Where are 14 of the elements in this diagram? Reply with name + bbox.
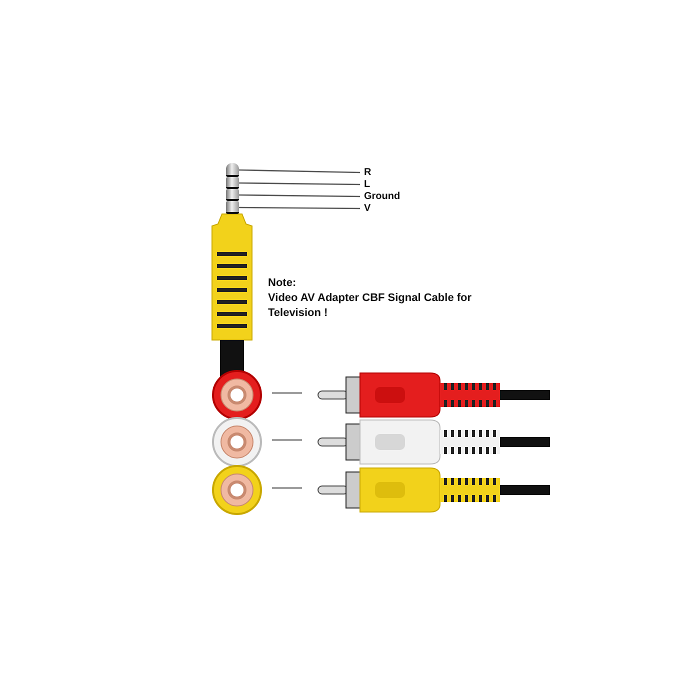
jack-contact — [226, 177, 239, 189]
note-text: Note: — [268, 276, 298, 291]
pin-label: Ground — [364, 191, 400, 202]
pin-label: V — [364, 203, 371, 214]
pin-label: R — [364, 167, 372, 178]
jack-contact — [226, 189, 239, 201]
note-text: Video AV Adapter CBF Signal Cable for Television ! — [268, 291, 473, 321]
leader-line — [239, 206, 360, 210]
jack-contact — [226, 201, 239, 214]
leader-line — [239, 194, 360, 198]
pin-label: L — [364, 179, 370, 190]
jack-contact — [226, 163, 239, 177]
leader-line — [239, 182, 360, 186]
leader-line — [238, 169, 360, 174]
